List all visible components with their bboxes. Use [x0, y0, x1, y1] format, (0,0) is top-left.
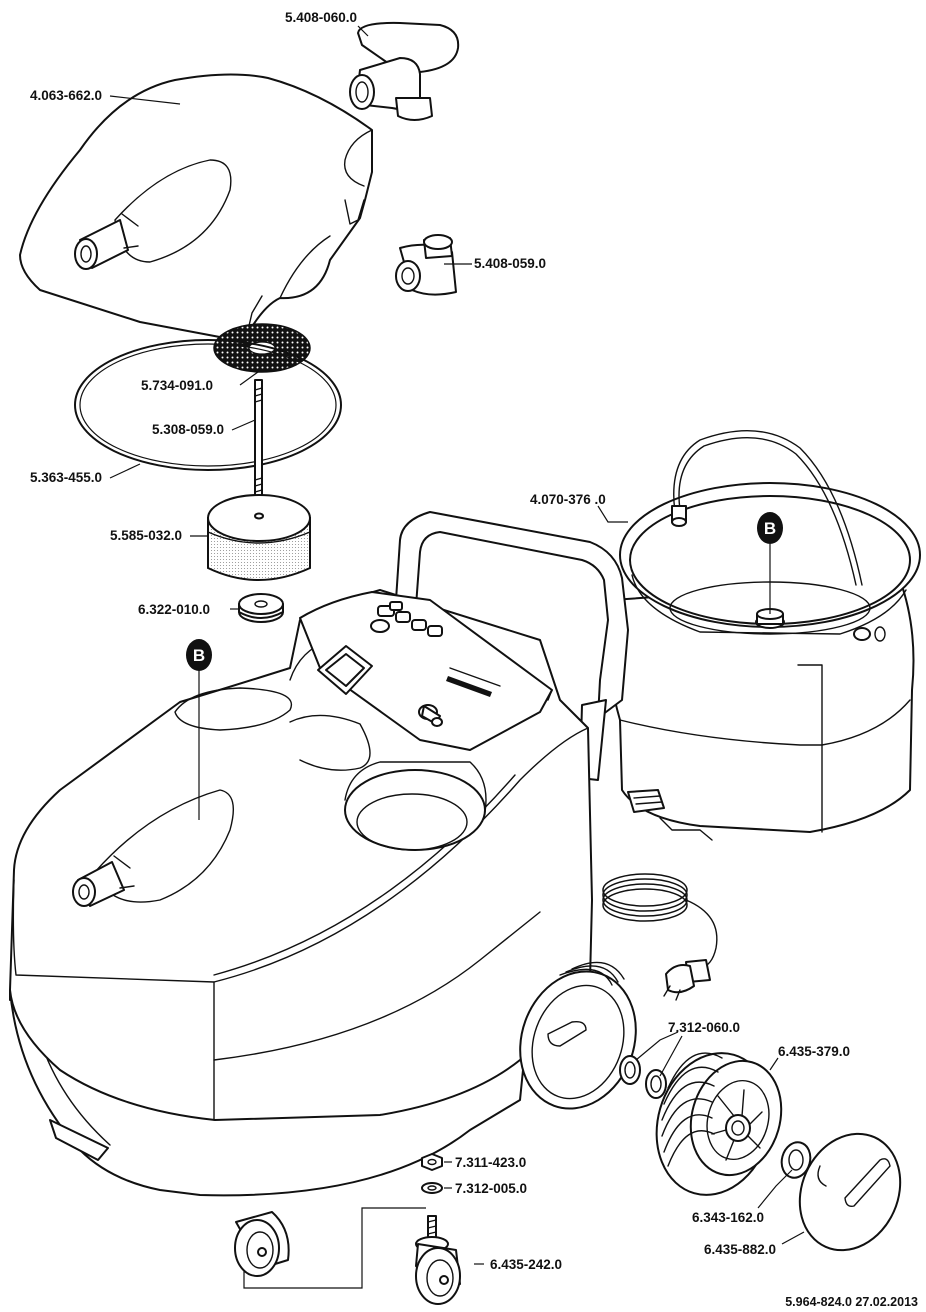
lid-holder-part	[349, 21, 460, 121]
label-cover: 4.063-662.0	[30, 88, 102, 103]
label-seal-ring: 5.363-455.0	[30, 470, 102, 485]
cover-part	[19, 73, 373, 339]
body-badge-letter: B	[193, 646, 205, 665]
wheel-clip-part	[780, 1141, 812, 1179]
power-cable-part	[602, 873, 718, 1001]
container-badge-letter: B	[764, 519, 776, 538]
rear-caster	[234, 1211, 290, 1277]
machine-body	[9, 589, 593, 1197]
container-badge: B	[757, 512, 783, 544]
threaded-rod-part	[254, 379, 263, 511]
container-part	[606, 430, 921, 841]
label-caster: 6.435-242.0	[490, 1257, 562, 1272]
leader-lines	[109, 25, 805, 1289]
part-labels: 5.408-060.0 4.063-662.0 5.408-059.0 5.73…	[30, 10, 850, 1272]
wheel-part	[655, 1052, 783, 1196]
label-container: 4.070-376 .0	[530, 492, 606, 507]
connector-part	[395, 234, 457, 296]
filter-disk-part	[213, 323, 311, 373]
hub-cap-part	[798, 1132, 902, 1252]
label-hub-cap: 6.435-882.0	[704, 1242, 776, 1257]
spacer-washers-part	[619, 1055, 667, 1099]
label-lid-holder: 5.408-060.0	[285, 10, 357, 25]
label-caster-nut: 7.311-423.0	[455, 1155, 526, 1170]
label-caster-washer: 7.312-005.0	[455, 1181, 527, 1196]
label-spacer-washer: 7.312-060.0	[668, 1020, 740, 1035]
nut-part	[238, 593, 284, 623]
label-connector: 5.408-059.0	[474, 256, 546, 271]
label-threaded-rod: 5.308-059.0	[152, 422, 224, 437]
label-wheel-clip: 6.343-162.0	[692, 1210, 764, 1225]
caster-nut-part	[421, 1153, 443, 1171]
label-wheel: 6.435-379.0	[778, 1044, 850, 1059]
body-badge: B	[186, 639, 212, 671]
caster-part	[415, 1215, 461, 1305]
filter-cartridge-part	[207, 494, 311, 581]
label-filter-disk: 5.734-091.0	[141, 378, 213, 393]
drawing-reference: 5.964-824.0 27.02.2013	[785, 1295, 918, 1309]
label-filter-cartridge: 5.585-032.0	[110, 528, 182, 543]
caster-washer-part	[421, 1182, 443, 1194]
label-nut: 6.322-010.0	[138, 602, 210, 617]
seal-ring-part	[74, 339, 342, 471]
